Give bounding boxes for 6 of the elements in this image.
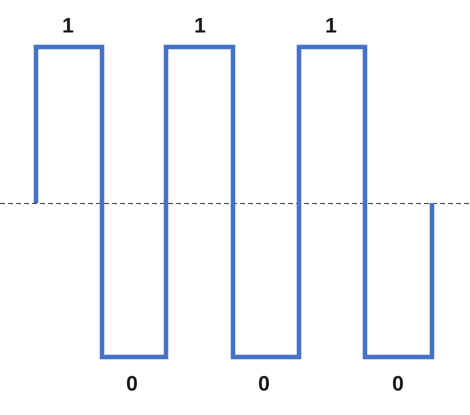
bit-label: 0	[126, 374, 138, 394]
bit-label: 1	[62, 16, 74, 36]
bit-label: 0	[392, 374, 404, 394]
bit-label: 1	[194, 16, 206, 36]
bit-label: 0	[258, 374, 270, 394]
bit-label: 1	[325, 16, 337, 36]
